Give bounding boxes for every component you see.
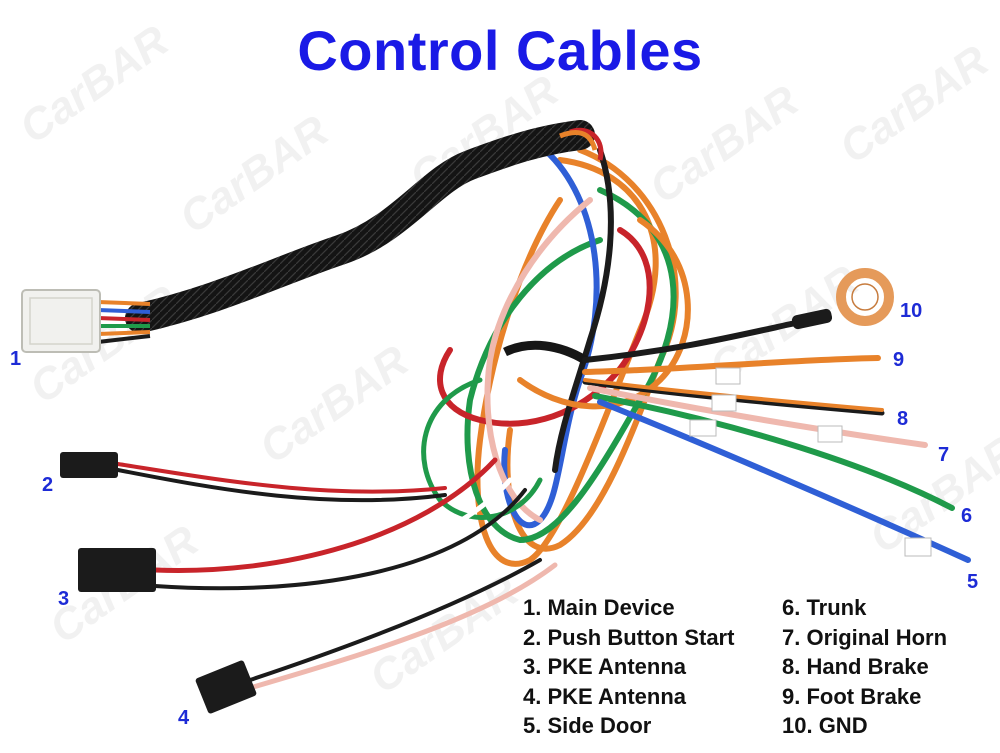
output-wires [582,319,971,563]
braided-sleeve [125,120,595,333]
legend-left: 1. Main Device 2. Push Button Start 3. P… [523,593,734,741]
pke-antenna-connector [78,548,156,592]
legend-item: 2. Push Button Start [523,624,735,650]
antenna-wires [116,457,558,691]
callout-9: 9 [893,349,905,371]
callout-7: 7 [938,444,950,466]
legend-item: 9. Foot Brake [782,683,922,709]
legend-item: 1. Main Device [523,595,675,620]
callout-5: 5 [967,571,979,593]
legend-item: 3. PKE Antenna [523,654,686,679]
callout-6: 6 [961,505,973,527]
legend-item: 5. Side Door [523,713,652,738]
wire-tag [817,425,843,443]
sleeve-exit-wires [559,127,604,161]
legend-item: 4. PKE Antenna [523,683,686,709]
page-title: Control Cables [297,19,703,82]
wire-tag [689,419,717,437]
legend-item: 10. GND [782,713,868,738]
wire-tag [711,394,737,412]
wire-tag [904,537,932,557]
main-device-connector [21,289,101,353]
terminal-sleeve [791,308,833,330]
callout-4: 4 [178,707,190,729]
cable-tie [503,340,588,364]
legend-item: 6. Trunk [782,595,867,620]
wire-tag [715,367,741,385]
callout-1: 1 [10,348,22,370]
wire-bundle [421,147,691,567]
connector-wires [97,300,151,344]
push-button-start-connector [60,452,118,478]
callout-3: 3 [58,588,70,610]
ring-terminal [836,268,894,326]
pke-antenna-connector [195,660,257,714]
callout-8: 8 [897,408,909,430]
legend-item: 7. Original Horn [782,624,948,650]
callout-2: 2 [42,474,54,496]
legend-item: 8. Hand Brake [782,654,929,679]
callout-10: 10 [900,300,923,322]
legend-right: 6. Trunk 7. Original Horn 8. Hand Brake … [782,593,947,741]
